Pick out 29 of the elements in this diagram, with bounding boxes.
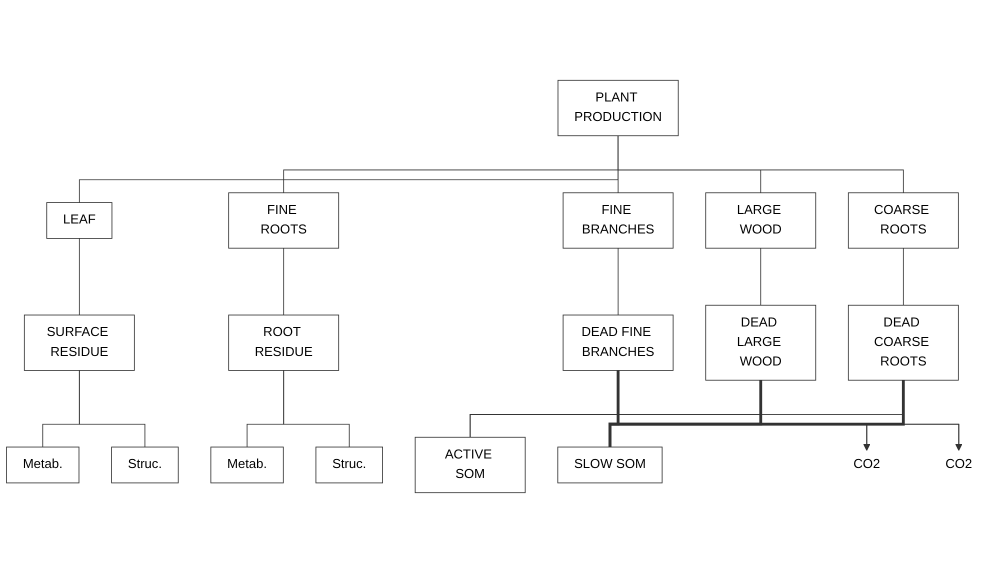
connector <box>902 248 904 306</box>
node-box: DEAD COARSE ROOTS <box>848 304 959 381</box>
node-box: FINE BRANCHES <box>562 192 674 249</box>
node-box: FINE ROOTS <box>228 192 340 249</box>
node-box: DEAD FINE BRANCHES <box>562 314 674 371</box>
node-box: Metab. <box>210 446 284 484</box>
connector <box>618 135 904 194</box>
arrow <box>760 380 962 451</box>
node-box: COARSE ROOTS <box>848 192 959 249</box>
node-box: ACTIVE SOM <box>414 436 526 494</box>
node-box: DEAD LARGE WOOD <box>705 304 816 381</box>
node-box: LEAF <box>46 202 112 239</box>
connector <box>78 238 80 316</box>
node-box: SLOW SOM <box>557 446 663 484</box>
node-box: Metab. <box>6 446 80 484</box>
node-box: SURFACE RESIDUE <box>24 314 135 371</box>
node-box: Struc. <box>316 446 383 484</box>
node-box: Struc. <box>111 446 179 484</box>
connector <box>283 248 284 316</box>
connector <box>283 370 350 448</box>
connector <box>78 370 146 448</box>
connector <box>618 248 619 316</box>
node-box: PLANT PRODUCTION <box>558 80 679 136</box>
connector <box>760 248 762 306</box>
node-box: LARGE WOOD <box>705 192 816 249</box>
node-text: CO2 <box>945 458 972 472</box>
node-box: ROOT RESIDUE <box>228 314 340 371</box>
connector <box>608 380 905 448</box>
node-text: CO2 <box>853 458 880 472</box>
